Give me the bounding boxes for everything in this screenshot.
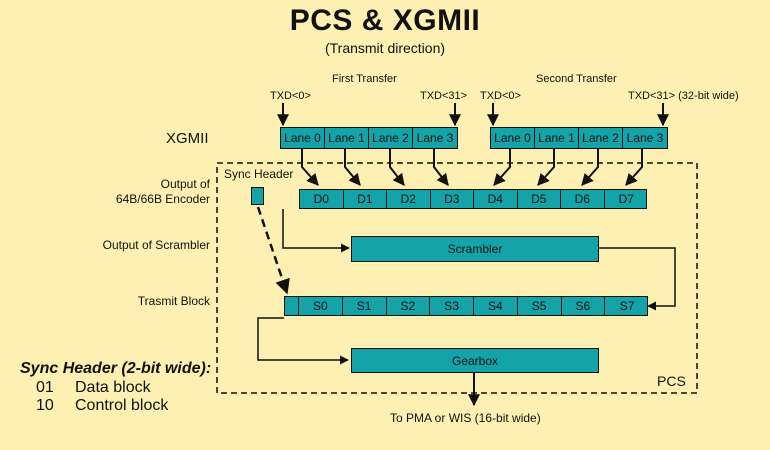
lane-arrow <box>301 149 319 186</box>
xgmii-lanes-first: Lane 0 Lane 1 Lane 2 Lane 3 <box>280 127 458 149</box>
legend-code: 01 <box>36 379 54 396</box>
lane-box: Lane 2 <box>579 128 623 148</box>
lane-box: Lane 2 <box>369 128 413 148</box>
txd-first-end: TXD<31> <box>420 90 468 102</box>
scrambler-row-label: Output of Scrambler <box>102 238 210 252</box>
to-gearbox-arrow <box>257 317 349 365</box>
encoder-output-row: D0 D1 D2 D3 D4 D5 D6 D7 <box>299 189 647 209</box>
second-transfer-label: Second Transfer <box>536 73 617 85</box>
lane-box: Lane 1 <box>535 128 579 148</box>
data-cell: D6 <box>561 190 605 208</box>
lane-box: Lane 1 <box>325 128 369 148</box>
legend-code: 10 <box>36 397 54 414</box>
sync-header-label: Sync Header <box>224 167 294 181</box>
encoder-label-line2: 64B/66B Encoder <box>115 192 210 206</box>
diagram-title: PCS & XGMII <box>289 4 481 37</box>
xgmii-lanes-second: Lane 0 Lane 1 Lane 2 Lane 3 <box>490 127 668 149</box>
pcs-boundary <box>216 162 698 394</box>
data-cell: D5 <box>518 190 561 208</box>
to-scrambler-arrow <box>282 209 350 253</box>
scrambled-cell: S0 <box>299 297 343 315</box>
lane-arrow <box>581 149 599 186</box>
data-cell: D0 <box>300 190 344 208</box>
lane-arrow <box>389 149 405 186</box>
txd-second-end: TXD<31> (32-bit wide) <box>628 90 739 102</box>
transmit-row-label: Trasmit Block <box>137 294 210 308</box>
scrambler-block: Scrambler <box>351 236 599 262</box>
lane-arrow <box>433 149 449 186</box>
lane-box: Lane 3 <box>626 131 664 145</box>
lane-box: Lane 3 <box>416 131 454 145</box>
scrambled-cell: S3 <box>430 297 474 315</box>
xgmii-label: XGMII <box>166 130 209 147</box>
txd-first-start: TXD<0> <box>270 90 311 102</box>
txd-second-start: TXD<0> <box>480 90 521 102</box>
legend-meaning: Control block <box>75 397 169 414</box>
first-transfer-label: First Transfer <box>332 73 397 85</box>
gearbox-block: Gearbox <box>351 348 599 373</box>
data-cell: D3 <box>431 190 474 208</box>
scrambled-cell: S7 <box>619 299 635 313</box>
data-cell: D4 <box>474 190 518 208</box>
data-cell: D7 <box>618 192 634 206</box>
lane-arrow <box>344 149 361 186</box>
lane-arrow <box>537 149 555 186</box>
legend-title: Sync Header (2-bit wide): <box>20 360 212 377</box>
sync-header-dashed-arrow <box>256 206 290 295</box>
lane-arrow <box>625 149 643 186</box>
lane-box: Lane 0 <box>281 128 325 148</box>
diagram-subtitle: (Transmit direction) <box>324 40 446 56</box>
data-cell: D1 <box>344 190 387 208</box>
output-label: To PMA or WIS (16-bit wide) <box>390 411 541 425</box>
scrambler-loop-arrow <box>599 247 676 311</box>
scrambled-cell: S4 <box>474 297 518 315</box>
legend-meaning: Data block <box>75 379 151 396</box>
lane-box: Lane 0 <box>491 128 535 148</box>
scrambled-cell: S6 <box>562 297 606 315</box>
data-cell: D2 <box>387 190 431 208</box>
encoder-label-line1: Output of <box>160 177 210 191</box>
pcs-label: PCS <box>657 373 686 389</box>
scrambled-cell: S1 <box>343 297 387 315</box>
transmit-block-row: S0 S1 S2 S3 S4 S5 S6 S7 <box>284 296 648 316</box>
scrambled-cell: S5 <box>518 297 562 315</box>
lane-arrow <box>493 149 511 186</box>
sync-header-cell <box>285 297 299 315</box>
sync-header-block <box>251 187 264 205</box>
scrambled-cell: S2 <box>387 297 431 315</box>
